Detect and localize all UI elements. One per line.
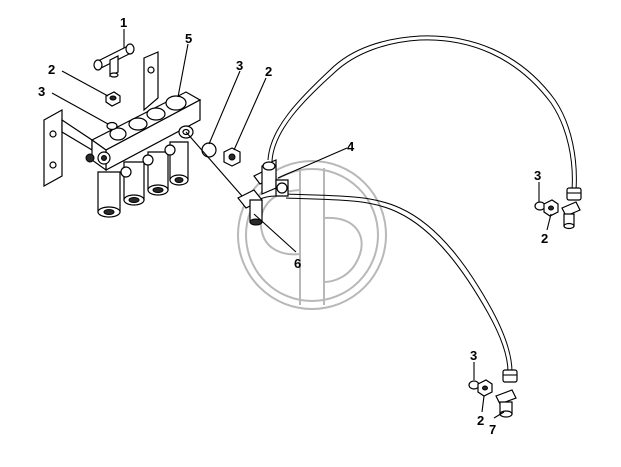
callout-2-lower: 2 [477,413,484,428]
washer-3-top [106,121,118,131]
leader-lines [51,29,552,419]
callout-3-right: 3 [534,168,541,183]
solenoid-1 [97,171,121,218]
callout-3-lower: 3 [470,348,477,363]
callout-4: 4 [347,139,355,154]
pipe-nut-upper [566,187,582,201]
callout-2-top: 2 [48,62,55,77]
watermark-logo [237,160,387,310]
callout-6: 6 [294,256,301,271]
callout-5: 5 [185,31,192,46]
tee-fitting-1 [93,43,135,78]
callout-3-middle: 3 [236,58,243,73]
tee-adapter-4 [253,159,289,197]
callout-2-right: 2 [541,231,548,246]
nut-2-lower [477,379,493,397]
nut-2-right [543,199,559,217]
pipe-nut-lower [502,369,518,383]
brake-pipe-upper [267,35,577,191]
nut-2-top [105,91,121,107]
washer-3-middle [201,142,217,158]
callout-2-middle: 2 [265,64,272,79]
callout-7: 7 [489,422,496,437]
callout-1: 1 [120,15,127,30]
callout-3-top: 3 [38,84,45,99]
solenoid-4 [169,141,189,186]
elbow-right [561,201,581,230]
elbow-6 [185,131,263,226]
valve-block [43,51,202,218]
nut-2-middle [223,147,241,167]
elbow-7 [495,389,517,418]
